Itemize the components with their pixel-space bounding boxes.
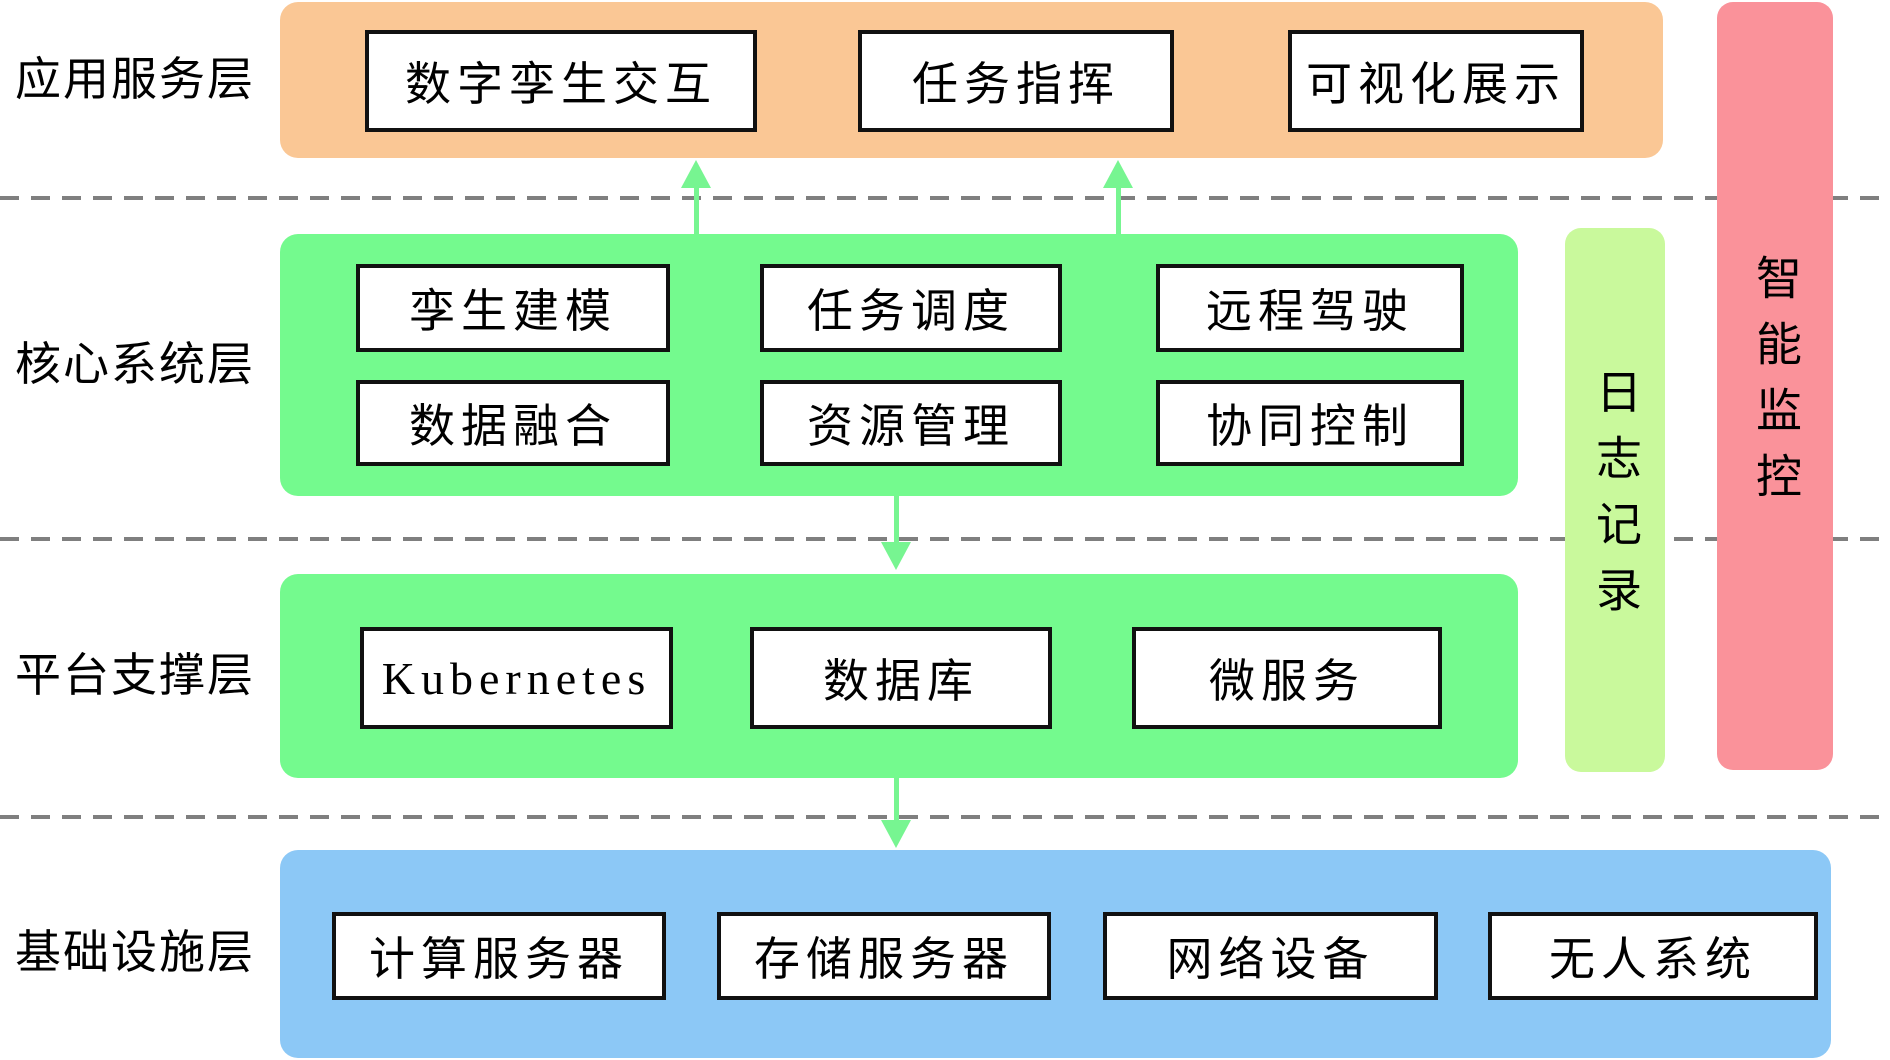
layer-label-app: 应用服务层: [15, 54, 255, 105]
intelligent-monitoring-label: 智能监控: [1750, 254, 1801, 518]
log-recording-bar: 日志记录: [1565, 228, 1665, 772]
arrow-down-core-to-platform: [881, 496, 911, 570]
box-cooperative-control: 协同控制: [1156, 380, 1464, 466]
arrow-head-icon: [1103, 160, 1133, 188]
box-data-fusion: 数据融合: [356, 380, 670, 466]
arrow-stem: [693, 188, 699, 234]
layer-separator-1: [0, 196, 1890, 200]
layer-label-platform: 平台支撑层: [15, 650, 255, 701]
box-visualization-display: 可视化展示: [1288, 30, 1584, 132]
log-recording-label: 日志记录: [1590, 368, 1641, 632]
box-resource-management: 资源管理: [760, 380, 1062, 466]
arrow-stem: [893, 778, 899, 820]
arrow-stem: [893, 496, 899, 542]
arrow-down-platform-to-infra: [881, 778, 911, 848]
layer-label-infra: 基础设施层: [15, 927, 255, 978]
box-compute-server: 计算服务器: [332, 912, 666, 1000]
box-digital-twin-interaction: 数字孪生交互: [365, 30, 757, 132]
box-task-scheduling: 任务调度: [760, 264, 1062, 352]
layer-separator-3: [0, 815, 1890, 819]
arrow-up-core-to-app-right: [1103, 160, 1133, 234]
box-unmanned-system: 无人系统: [1488, 912, 1818, 1000]
box-twin-modeling: 孪生建模: [356, 264, 670, 352]
layer-separator-2: [0, 537, 1890, 541]
arrow-head-icon: [881, 820, 911, 848]
box-storage-server: 存储服务器: [717, 912, 1051, 1000]
box-database: 数据库: [750, 627, 1052, 729]
box-remote-driving: 远程驾驶: [1156, 264, 1464, 352]
layer-label-core: 核心系统层: [15, 339, 255, 390]
box-mission-command: 任务指挥: [858, 30, 1174, 132]
box-network-device: 网络设备: [1103, 912, 1438, 1000]
arrow-up-core-to-app-left: [681, 160, 711, 234]
box-kubernetes: Kubernetes: [360, 627, 673, 729]
arrow-head-icon: [881, 542, 911, 570]
intelligent-monitoring-bar: 智能监控: [1717, 2, 1833, 770]
arrow-head-icon: [681, 160, 711, 188]
arrow-stem: [1115, 188, 1121, 234]
box-microservice: 微服务: [1132, 627, 1442, 729]
